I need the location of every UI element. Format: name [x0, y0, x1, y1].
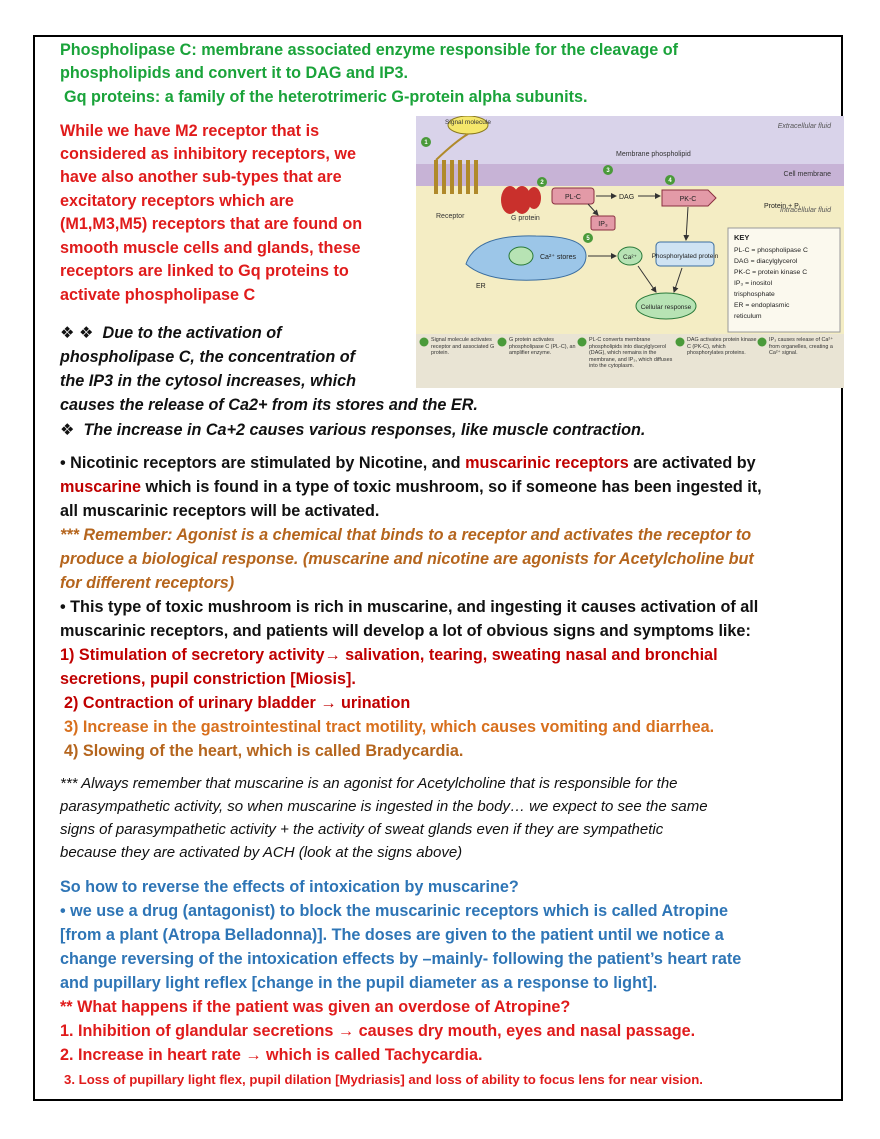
membrane-phospholipid-label: Membrane phospholipid [616, 151, 691, 158]
reverse-line: and pupillary light reflex [change in th… [60, 974, 658, 992]
symptom-1: 1) Stimulation of secretory activity→ sa… [60, 646, 718, 664]
ca-ion-label: Ca²⁺ [623, 254, 637, 261]
excitatory-line: activate phospholipase C [60, 286, 256, 304]
key-item: PL-C = phospholipase C [734, 247, 808, 254]
gq-pathway-diagram: Signal molecule Extracellular fluid Rece… [416, 116, 844, 388]
excitatory-line: have also another sub-types that are [60, 168, 342, 186]
overdose-1: 1. Inhibition of glandular secretions → … [60, 1022, 696, 1040]
overdose-question: ** What happens if the patient was given… [60, 998, 571, 1016]
nicotinic-line3: all muscarinic receptors will be activat… [60, 502, 380, 520]
overdose-2: 2. Increase in heart rate → which is cal… [60, 1046, 483, 1064]
key-title: KEY [734, 233, 749, 242]
ip3-box [590, 215, 616, 231]
er-label: ER [476, 283, 486, 290]
reverse-line: [from a plant (Atropa Belladonna)]. The … [60, 926, 724, 944]
mushroom-line: muscarinic receptors, and patients will … [60, 622, 751, 640]
excitatory-line: receptors are linked to Gq proteins to [60, 262, 349, 280]
phosphorylated-protein-box [655, 241, 715, 267]
cell-membrane-label: Cell membrane [784, 171, 832, 178]
step-description: Signal molecule activates receptor and a… [431, 337, 495, 356]
ca-ion-shape [617, 246, 643, 266]
ca-stores-label: Ca²⁺ stores [540, 253, 576, 261]
always-line: *** Always remember that muscarine is an… [60, 775, 678, 792]
reverse-question: So how to reverse the effects of intoxic… [60, 878, 519, 896]
pkc-box [661, 189, 717, 207]
intracellular-label: Intracellular fluid [780, 207, 832, 214]
always-line: because they are activated by ACH (look … [60, 844, 463, 861]
plc-box [551, 187, 595, 205]
plc-label: PL-C [565, 194, 581, 201]
excitatory-line: (M1,M3,M5) receptors that are found on [60, 215, 363, 233]
reverse-line: • we use a drug (antagonist) to block th… [60, 902, 728, 920]
ip3-line1: ❖ ❖ Due to the activation of [60, 323, 282, 344]
muscarine-highlight: muscarine [60, 478, 141, 496]
step-number: 4 [668, 178, 672, 184]
nicotinic-line1: • Nicotinic receptors are stimulated by … [60, 453, 756, 474]
ip3-label: IP₃ [598, 221, 608, 228]
phosphorylated-protein-label: Phosphorylated protein [652, 253, 719, 260]
key-item: reticulum [734, 313, 762, 320]
plc-definition-line2: phospholipids and convert it to DAG and … [60, 64, 409, 82]
ca-text: The increase in Ca+2 causes various resp… [83, 421, 646, 439]
receptor-label: Receptor [436, 213, 465, 220]
key-item: trisphosphate [734, 291, 775, 298]
nicotinic-text: are activated by [628, 454, 756, 472]
agonist-line: for different receptors) [60, 574, 235, 592]
g-protein-label: G protein [511, 215, 540, 222]
overdose-3: 3. Loss of pupillary light flex, pupil d… [64, 1072, 703, 1087]
diamond-bullet-icon: ❖ ❖ [60, 324, 94, 342]
always-line: parasympathetic activity, so when muscar… [60, 798, 708, 815]
agonist-line: produce a biological response. (muscarin… [60, 550, 754, 568]
ip3-line3: the IP3 in the cytosol increases, which [60, 372, 356, 390]
step-description: PL-C converts membrane phospholipids int… [589, 337, 673, 369]
excitatory-line: smooth muscle cells and glands, these [60, 239, 361, 257]
extracellular-label: Extracellular fluid [778, 123, 832, 130]
excitatory-line: While we have M2 receptor that is [60, 122, 320, 140]
signal-molecule-label: Signal molecule [445, 119, 491, 126]
symptom-2: 2) Contraction of urinary bladder → urin… [64, 694, 411, 712]
reverse-line: change reversing of the intoxication eff… [60, 950, 742, 968]
gq-definition: Gq proteins: a family of the heterotrime… [64, 88, 588, 106]
symptom-1-cont: secretions, pupil constriction [Miosis]. [60, 670, 356, 688]
key-item: PK-C = protein kinase C [734, 269, 807, 276]
ip3-line4: causes the release of Ca2+ from its stor… [60, 396, 478, 414]
g-protein-shape [501, 186, 541, 214]
steps-panel [416, 334, 844, 388]
protein-pi-label: Protein + Pᵢ [764, 203, 800, 210]
receptor-shape [434, 160, 478, 194]
agonist-line: *** Remember: Agonist is a chemical that… [60, 526, 752, 544]
cellular-response-shape [635, 292, 697, 320]
step-number: 3 [606, 168, 610, 174]
key-item: IP₃ = inositol [734, 280, 773, 287]
muscarinic-receptors-highlight: muscarinic receptors [465, 454, 629, 472]
ca-response: ❖ The increase in Ca+2 causes various re… [60, 420, 645, 441]
key-item: ER = endoplasmic [734, 302, 790, 309]
plc-definition-line1: Phospholipase C: membrane associated enz… [60, 41, 679, 59]
mushroom-line: • This type of toxic mushroom is rich in… [60, 598, 759, 616]
step-number: 5 [586, 236, 590, 242]
key-item: DAG = diacylglycerol [734, 258, 798, 265]
step-description: G protein activates phospholipase C (PL-… [509, 337, 576, 356]
page-frame [33, 35, 843, 1101]
always-line: signs of parasympathetic activity + the … [60, 821, 664, 838]
dag-label: DAG [619, 194, 634, 201]
symptom-4: 4) Slowing of the heart, which is called… [64, 742, 464, 760]
step-description: IP₃ causes release of Ca²⁺ from organell… [769, 337, 834, 356]
pkc-label: PK-C [680, 196, 697, 203]
symptom-3: 3) Increase in the gastrointestinal trac… [64, 718, 715, 736]
key-box [727, 227, 841, 333]
ip3-text: Due to the activation of [102, 324, 282, 342]
nicotinic-text: • Nicotinic receptors are stimulated by … [60, 454, 466, 472]
nicotinic-text: which is found in a type of toxic mushro… [140, 478, 762, 496]
diamond-bullet-icon: ❖ [60, 421, 75, 439]
excitatory-line: considered as inhibitory receptors, we [60, 145, 356, 163]
cell-membrane-band [416, 164, 844, 186]
step-number: 1 [424, 140, 428, 146]
nicotinic-line2: muscarine which is found in a type of to… [60, 477, 762, 498]
step-number: 2 [540, 180, 544, 186]
excitatory-line: excitatory receptors which are [60, 192, 294, 210]
cellular-response-label: Cellular response [641, 304, 692, 311]
ip3-line2: phospholipase C, the concentration of [60, 348, 355, 366]
step-description: DAG activates protein kinase C (PK-C), w… [687, 337, 757, 356]
